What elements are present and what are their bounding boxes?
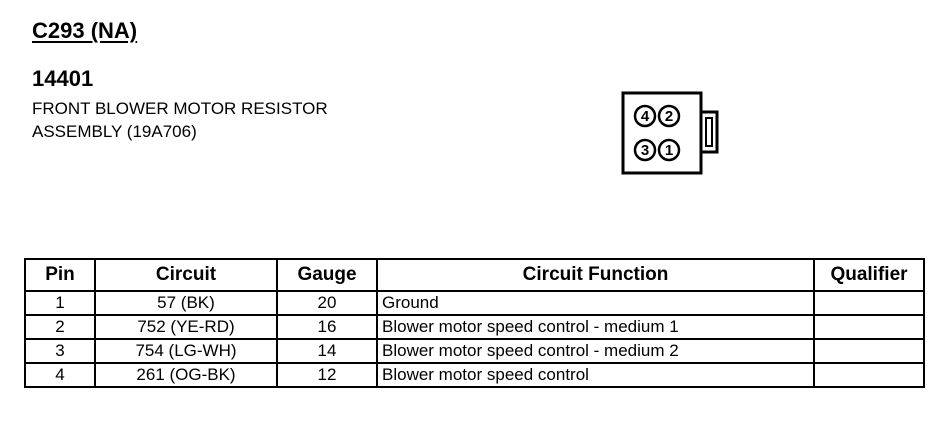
part-number: 14401	[32, 66, 94, 91]
component-description-line2: ASSEMBLY (19A706)	[32, 122, 197, 141]
component-description-line1: FRONT BLOWER MOTOR RESISTOR	[32, 99, 328, 118]
header-qualifier: Qualifier	[813, 258, 925, 292]
header-gauge: Gauge	[276, 258, 378, 292]
pin-cavity-4	[633, 104, 657, 128]
table-header-row: Pin Circuit Gauge Circuit Function Quali…	[24, 258, 925, 292]
cell-circuit: 261 (OG-BK)	[94, 362, 278, 388]
pin-label-4: 4	[641, 108, 650, 125]
header-circuit: Circuit	[94, 258, 278, 292]
table-row: 2 752 (YE-RD) 16 Blower motor speed cont…	[24, 314, 925, 340]
cell-gauge: 14	[276, 338, 378, 364]
cell-pin: 3	[24, 338, 96, 364]
cell-qualifier	[813, 290, 925, 316]
header-circuit-function: Circuit Function	[376, 258, 815, 292]
pin-cavity-1	[657, 138, 681, 162]
pin-label-1: 1	[665, 142, 673, 159]
cell-gauge: 12	[276, 362, 378, 388]
cell-function: Blower motor speed control	[376, 362, 815, 388]
cell-function: Blower motor speed control - medium 1	[376, 314, 815, 340]
cell-function: Ground	[376, 290, 815, 316]
cell-circuit: 57 (BK)	[94, 290, 278, 316]
table-row: 1 57 (BK) 20 Ground	[24, 290, 925, 316]
connector-body	[621, 91, 703, 175]
pin-cavity-3	[633, 138, 657, 162]
header-pin: Pin	[24, 258, 96, 292]
cell-qualifier	[813, 314, 925, 340]
cell-function: Blower motor speed control - medium 2	[376, 338, 815, 364]
table-row: 4 261 (OG-BK) 12 Blower motor speed cont…	[24, 362, 925, 388]
cell-qualifier	[813, 362, 925, 388]
cell-pin: 4	[24, 362, 96, 388]
connector-latch	[699, 110, 719, 154]
pinout-table: Pin Circuit Gauge Circuit Function Quali…	[24, 258, 925, 388]
pin-label-3: 3	[641, 142, 649, 159]
connector-latch-slot	[705, 117, 713, 147]
cell-pin: 1	[24, 290, 96, 316]
connector-id: C293 (NA)	[32, 18, 138, 43]
cell-circuit: 752 (YE-RD)	[94, 314, 278, 340]
pin-label-2: 2	[665, 108, 673, 125]
cell-qualifier	[813, 338, 925, 364]
cell-circuit: 754 (LG-WH)	[94, 338, 278, 364]
table-row: 3 754 (LG-WH) 14 Blower motor speed cont…	[24, 338, 925, 364]
cell-gauge: 16	[276, 314, 378, 340]
pin-cavity-2	[657, 104, 681, 128]
cell-gauge: 20	[276, 290, 378, 316]
connector-face-diagram: 4 2 3 1	[621, 91, 719, 175]
cell-pin: 2	[24, 314, 96, 340]
